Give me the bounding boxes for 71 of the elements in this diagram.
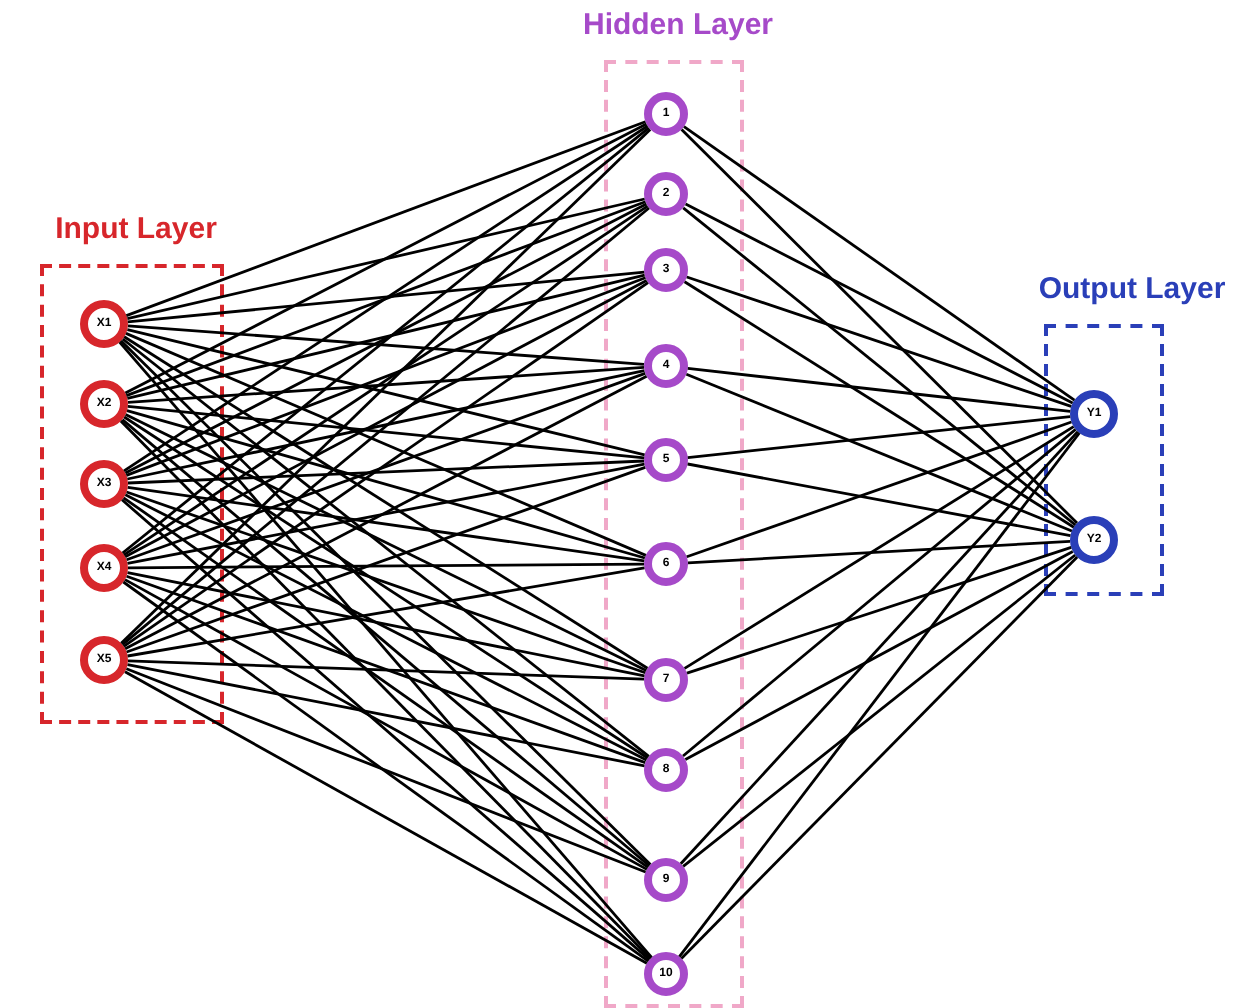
connection-line (124, 578, 648, 871)
connection-line (682, 206, 1077, 527)
connection-line (680, 128, 1078, 524)
connection-line (127, 405, 645, 460)
connection-line (124, 493, 648, 762)
connection-line (121, 206, 650, 646)
connection-line (126, 372, 646, 562)
connection-line (123, 124, 649, 472)
layer-title: Output Layer (1038, 272, 1226, 306)
connection-line (123, 335, 649, 670)
connection-line (124, 374, 648, 651)
connection-line (127, 566, 645, 658)
connection-line (685, 372, 1073, 533)
connection-line (121, 418, 651, 867)
connection-line (127, 270, 645, 324)
connection-line (127, 273, 645, 400)
connection-line (124, 670, 648, 965)
connection-line (128, 562, 644, 570)
connection-line (126, 574, 646, 764)
connection-line (125, 413, 647, 672)
connection-line (124, 202, 648, 475)
connection-line (126, 466, 646, 654)
connection-line (127, 328, 645, 457)
connection-line (127, 486, 645, 563)
connection-line (686, 275, 1072, 408)
connection-line (678, 432, 1081, 958)
connection-line (127, 462, 645, 565)
connection-line (122, 580, 650, 963)
connection-line (122, 496, 649, 869)
connection-line (127, 324, 645, 366)
connection-line (125, 667, 647, 874)
connection-line (683, 425, 1075, 670)
connection-line (127, 197, 645, 320)
connection-line (687, 415, 1071, 459)
connection-line (127, 571, 645, 678)
connection-line (125, 332, 647, 557)
connection-line (682, 428, 1077, 758)
connection-line (684, 550, 1074, 761)
connection-line (120, 339, 652, 866)
connection-line (121, 498, 651, 961)
connection-line (682, 553, 1077, 868)
connection-line (686, 420, 1072, 559)
connection-line (687, 367, 1071, 413)
connection-line (687, 462, 1071, 537)
connection-line (121, 126, 650, 555)
connection-line (124, 122, 648, 395)
connection-line (687, 540, 1071, 565)
connection-line (124, 279, 648, 559)
connection-line (127, 663, 645, 768)
connection-line (125, 120, 646, 317)
connection-line (126, 409, 646, 560)
connection-line (686, 546, 1072, 675)
connection-line (123, 415, 649, 760)
connection-line (683, 125, 1076, 402)
layer-title: Hidden Layer (582, 8, 774, 42)
connection-line (127, 366, 645, 404)
connection-line (123, 281, 649, 648)
layer-title: Input Layer (55, 212, 217, 246)
connection-line (121, 337, 650, 758)
connection-line (683, 280, 1075, 529)
connection-line (127, 459, 645, 485)
connection-line (680, 556, 1079, 960)
connection-line (684, 202, 1074, 405)
connection-line (125, 200, 646, 397)
connection-line (123, 205, 649, 556)
connection-line (120, 128, 652, 645)
connection-line (127, 659, 645, 681)
connection-line (127, 369, 645, 481)
connection-line (126, 490, 646, 675)
connection-line (679, 430, 1079, 865)
connection-line (125, 276, 646, 477)
